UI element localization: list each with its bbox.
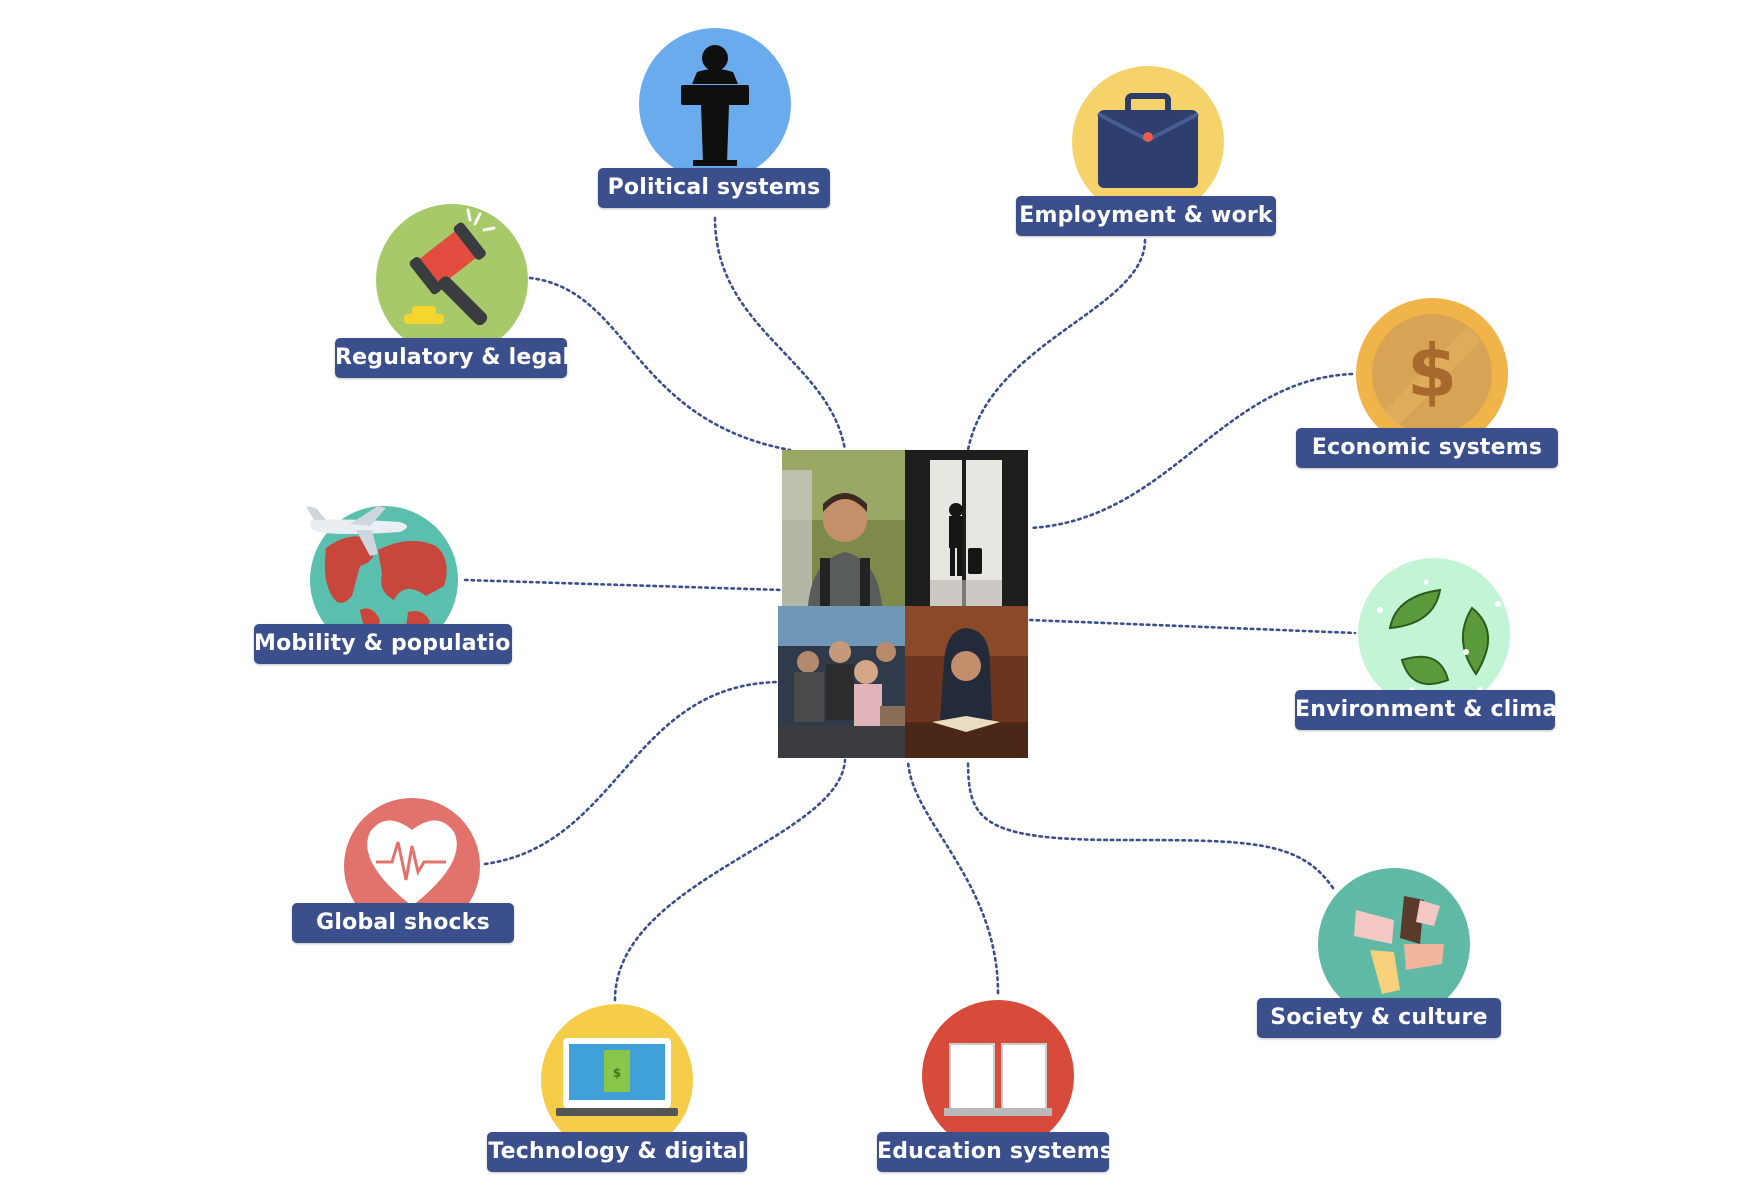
label-economic-systems: Economic systems (1296, 428, 1558, 468)
podium-speaker-icon (639, 28, 791, 180)
svg-text:$: $ (613, 1066, 621, 1080)
label-mobility-population: Mobility & population (254, 624, 526, 664)
label-education-systems: Education systems (877, 1132, 1113, 1172)
center-photo-collage (778, 450, 1028, 758)
leaves-icon (1358, 558, 1510, 710)
student-reading-book-photo (905, 606, 1028, 758)
students-in-lecture-hall-photo (778, 606, 905, 758)
open-book-icon (922, 1000, 1074, 1152)
connector-environment (1028, 618, 1357, 635)
label-employment-work: Employment & work (1016, 196, 1276, 236)
briefcase-icon (1072, 66, 1224, 218)
gavel-icon (376, 204, 528, 356)
connector-global (483, 680, 780, 866)
connector-economic (1028, 372, 1354, 530)
connector-education (906, 758, 1000, 995)
label-society-culture: Society & culture (1257, 998, 1501, 1038)
connector-employment (966, 238, 1147, 452)
globe-airplane-icon (306, 506, 458, 654)
label-regulatory-legal: Regulatory & legal (335, 338, 570, 378)
connector-technology (613, 758, 847, 1002)
dollar-coin-icon: $ (1356, 298, 1508, 450)
connector-political (713, 216, 847, 452)
heart-pulse-icon (344, 798, 480, 934)
laptop-money-icon: $ (541, 1004, 693, 1156)
linked-hands-icon (1318, 868, 1470, 1020)
label-political-systems: Political systems (598, 168, 830, 208)
label-technology-digital: Technology & digital (487, 1132, 747, 1172)
label-environment-climate: Environment & climate (1295, 690, 1583, 730)
svg-text:$: $ (1407, 329, 1457, 413)
label-global-shocks: Global shocks (292, 903, 514, 943)
connector-mobility (463, 578, 784, 592)
connector-society (966, 758, 1335, 890)
traveler-with-suitcase-photo (905, 450, 1028, 606)
connector-regulatory (528, 276, 792, 452)
student-with-backpack-photo (782, 450, 905, 606)
